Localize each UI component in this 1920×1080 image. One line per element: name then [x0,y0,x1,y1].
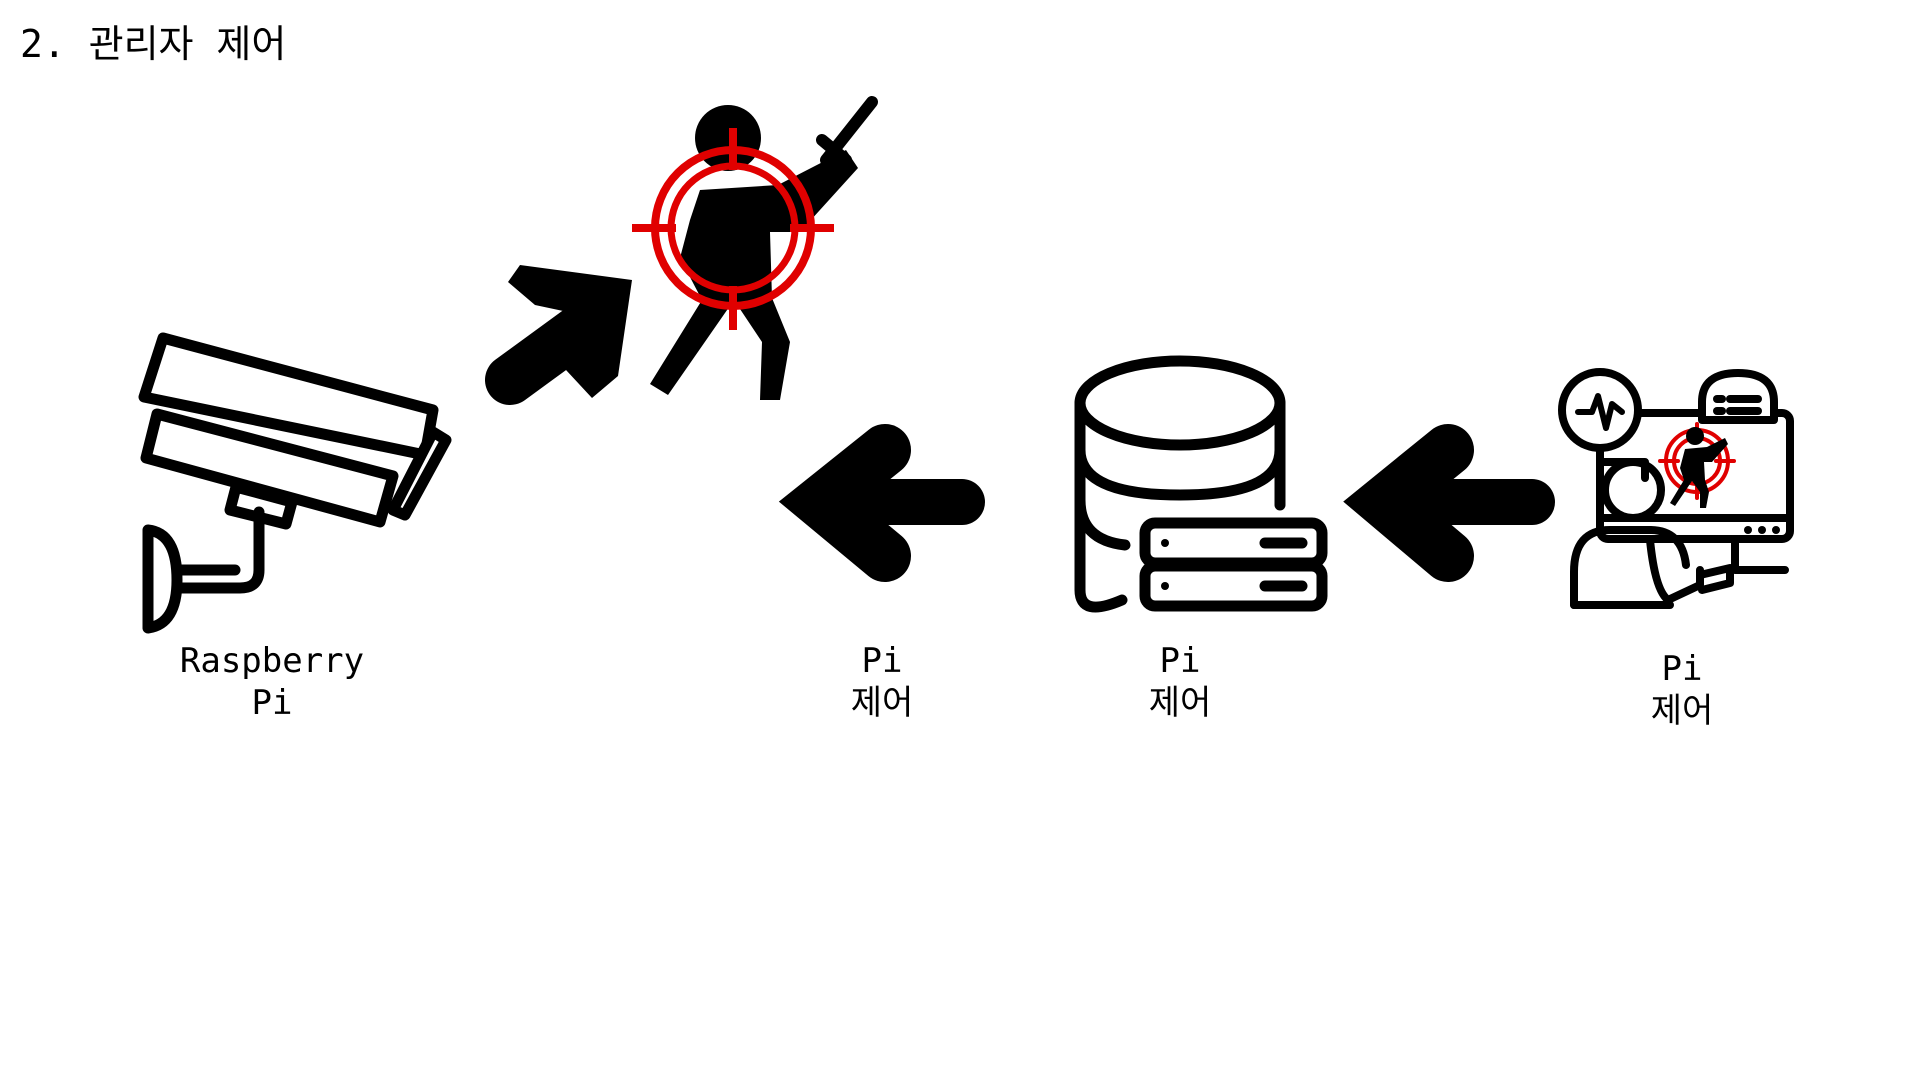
database-server-icon [1074,355,1328,613]
arrow-left-icon [1343,424,1555,582]
monitor-intruder-figure [1670,427,1728,508]
arrow-control-label: Pi 제어 [851,640,914,724]
cctv-camera-icon [138,332,452,634]
page-title: 2. 관리자 제어 [20,22,287,66]
arrow-up-right-icon [485,265,632,405]
camera-label: Raspberry Pi [180,640,364,724]
admin-label: Pi 제어 [1651,648,1714,732]
admin-label-line2: 제어 [1650,691,1714,731]
server-label-line1: Pi [1159,641,1201,681]
admin-label-line1: Pi [1661,649,1703,689]
arrow-control-label-line2: 제어 [850,683,914,723]
target-reticle [632,128,834,330]
server-label-line2: 제어 [1148,683,1212,723]
server-label: Pi 제어 [1149,640,1212,724]
camera-label-line1: Raspberry [179,641,365,681]
camera-label-line2: Pi [251,683,293,723]
intruder-target-icon [632,96,878,400]
admin-monitor-icon [1558,368,1794,609]
intruder-figure [650,96,878,400]
arrow-left-icon [778,424,985,582]
arrow-control-label-line1: Pi [861,641,903,681]
